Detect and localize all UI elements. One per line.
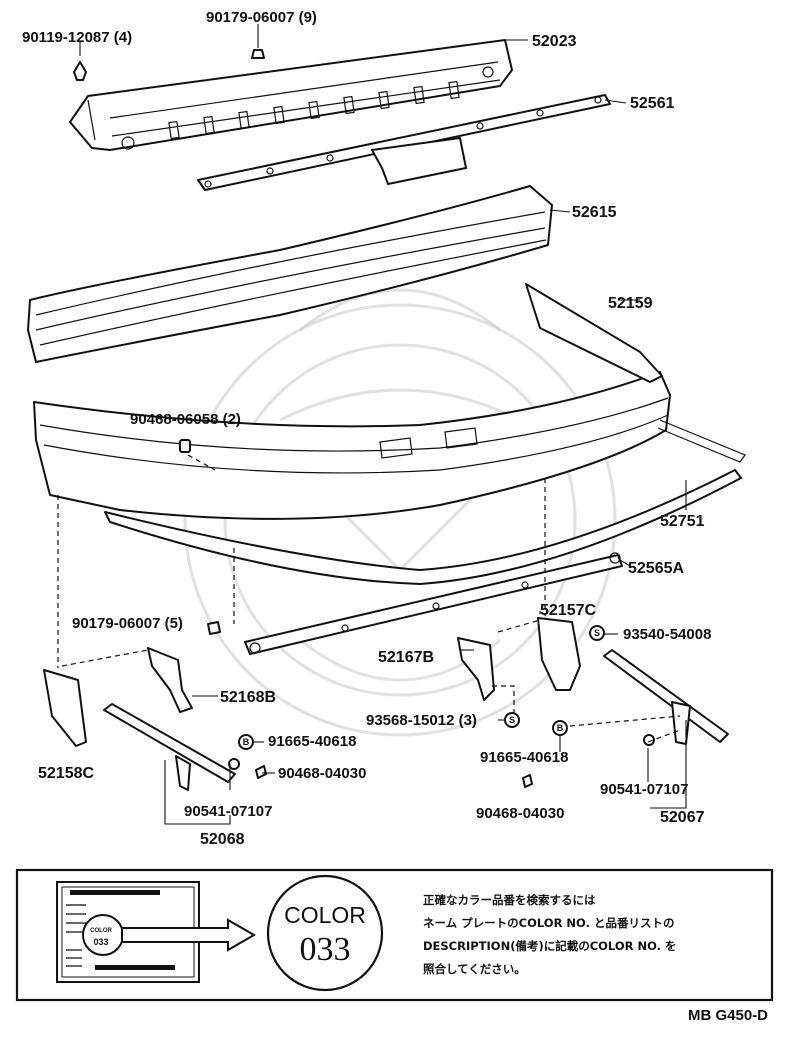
stay-52565A [244, 552, 623, 655]
label-91665-40618-b: 91665-40618 [480, 749, 568, 766]
watermark-emblem [183, 288, 617, 737]
color-code-badge: COLOR 033 [266, 874, 384, 992]
svg-text:S: S [594, 628, 600, 638]
bracket-52158C [43, 669, 87, 747]
label-93568-15012: 93568-15012 (3) [366, 712, 477, 729]
svg-text:COLOR: COLOR [284, 902, 366, 928]
label-52068: 52068 [200, 831, 245, 848]
fastener-icons [73, 49, 655, 788]
color-info-box: COLOR 033 COLOR 033 正確なカラー品番を検索するには ネーム … [15, 868, 774, 1002]
label-90541-07107-a: 90541-07107 [184, 803, 272, 820]
note-line-1: 正確なカラー品番を検索するには [423, 893, 596, 907]
label-52067: 52067 [660, 809, 705, 826]
label-91665-40618-a: 91665-40618 [268, 733, 356, 750]
label-52023: 52023 [532, 33, 577, 50]
label-90541-07107-b: 90541-07107 [600, 781, 688, 798]
note-line-3: DESCRIPTION(備考)に記載のCOLOR NO. を [423, 939, 677, 953]
leader-lines [79, 24, 687, 825]
svg-text:033: 033 [93, 937, 108, 947]
note-line-4: 照合してください。 [423, 962, 526, 976]
label-52565A: 52565A [628, 560, 684, 577]
bracket-52167B [457, 637, 495, 701]
reinforcement-52023 [69, 39, 513, 151]
label-93540-54008: 93540-54008 [623, 626, 711, 643]
lower-molding-52751 [104, 419, 746, 585]
support-52067 [603, 649, 729, 745]
label-90179-06007-b: 90179-06007 (5) [72, 615, 183, 632]
svg-text:S: S [509, 715, 515, 725]
symbol-b-2: B [552, 720, 568, 736]
bumper-cover-52159 [33, 283, 671, 520]
svg-text:033: 033 [300, 931, 351, 968]
support-52068 [103, 703, 236, 791]
label-90468-04030-b: 90468-04030 [476, 805, 564, 822]
label-52561: 52561 [630, 95, 675, 112]
label-52168B: 52168B [220, 689, 276, 706]
bracket-52168B [147, 647, 193, 713]
symbol-s-2: S [504, 712, 520, 728]
label-90468-06058: 90468-06058 (2) [130, 411, 241, 428]
svg-text:COLOR: COLOR [90, 928, 112, 934]
symbol-s-1: S [589, 625, 605, 641]
diagram-code: MB G450-D [688, 1007, 768, 1024]
label-90468-04030-a: 90468-04030 [278, 765, 366, 782]
label-90119-12087: 90119-12087 (4) [22, 29, 132, 46]
part-labels: 90119-12087 (4) 90179-06007 (9) 52023 52… [22, 9, 711, 848]
assembly-dashed-lines [57, 454, 681, 743]
label-52615: 52615 [572, 204, 617, 221]
label-52159: 52159 [608, 295, 653, 312]
arrow-icon [121, 918, 257, 952]
label-90179-06007-a: 90179-06007 (9) [206, 9, 317, 26]
label-52167B: 52167B [378, 649, 434, 666]
energy-absorber-52615 [27, 185, 553, 363]
label-52751: 52751 [660, 513, 705, 530]
note-line-2: ネーム プレートのCOLOR NO. と品番リストの [423, 916, 674, 930]
retainer-52561 [197, 94, 611, 191]
bracket-52157C [537, 617, 581, 691]
symbol-b-1: B [238, 734, 254, 750]
svg-text:B: B [557, 723, 564, 733]
label-52157C: 52157C [540, 602, 596, 619]
label-52158C: 52158C [38, 765, 94, 782]
svg-text:B: B [243, 737, 250, 747]
